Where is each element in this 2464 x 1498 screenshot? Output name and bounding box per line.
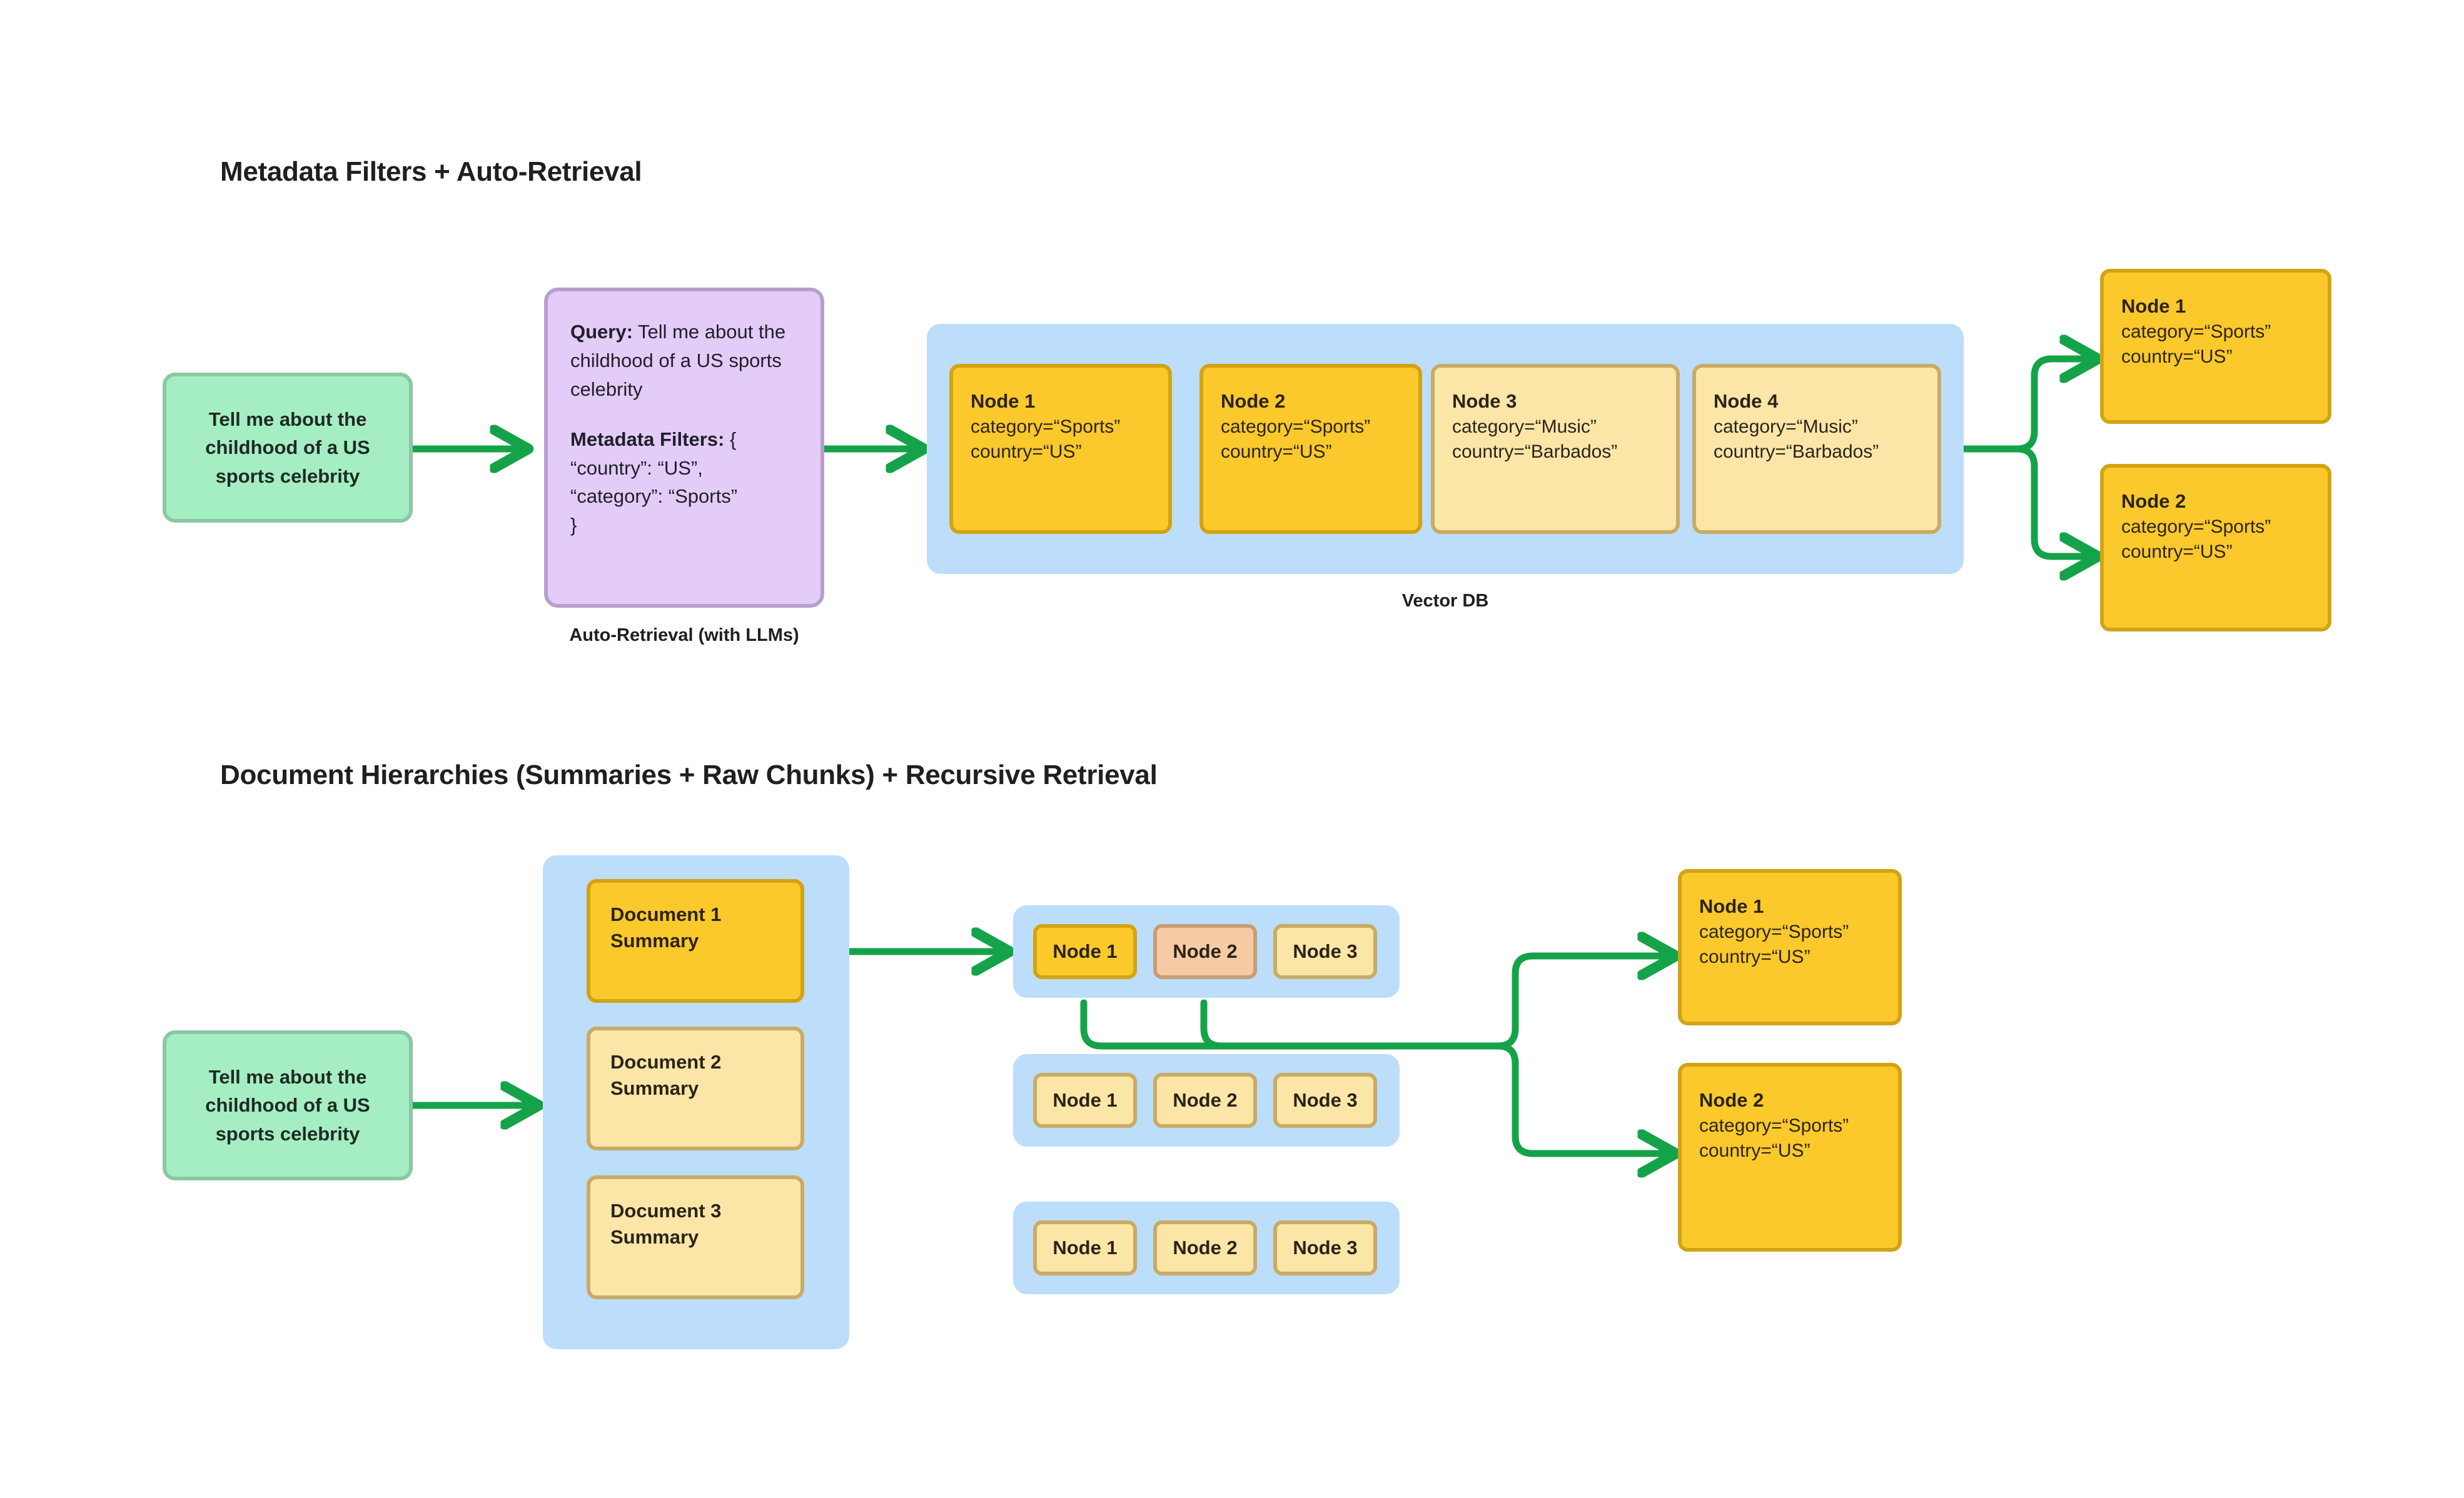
node-title: Node 1 xyxy=(971,390,1036,412)
vectordb-node-2[interactable]: Node 2 category=“Sports” country=“US” xyxy=(1199,364,1422,534)
section2-query-card: Tell me about the childhood of a US spor… xyxy=(163,1030,413,1180)
auto-retrieval-filters-open: { xyxy=(729,428,737,450)
document-title: Document 1 xyxy=(610,903,722,925)
node-country: country=“Barbados” xyxy=(1452,441,1618,463)
auto-retrieval-filter-country: “country”: “US”, xyxy=(570,456,703,479)
auto-retrieval-query-line: Query: Tell me about the childhood of a … xyxy=(570,318,798,404)
chip-label: Node 2 xyxy=(1173,940,1238,962)
node-title: Node 2 xyxy=(1699,1089,1764,1111)
node-country: country=“US” xyxy=(1699,1140,1810,1162)
wire-chunk-node1-to-bus xyxy=(1080,999,1502,1050)
auto-retrieval-query-value: Tell me about the childhood of a US spor… xyxy=(570,321,786,400)
wire-chunk-node2-to-bus xyxy=(1200,999,1225,1050)
node-category: category=“Music” xyxy=(1714,416,1858,437)
document-subtitle: Summary xyxy=(610,1077,699,1100)
document-subtitle: Summary xyxy=(610,930,699,952)
chip-label: Node 3 xyxy=(1293,940,1358,962)
section2-query-text: Tell me about the childhood of a US spor… xyxy=(205,1066,370,1145)
chunk-row-2-node-3[interactable]: Node 3 xyxy=(1273,1073,1377,1128)
node-title: Node 3 xyxy=(1452,390,1517,412)
section-1-title: Metadata Filters + Auto-Retrieval xyxy=(220,156,642,187)
chip-label: Node 3 xyxy=(1293,1237,1358,1259)
node-category: category=“Sports” xyxy=(1221,416,1371,437)
chunk-row-1-node-1[interactable]: Node 1 xyxy=(1033,924,1137,979)
arrow-vectordb-to-result-2 xyxy=(1960,445,2098,556)
node-country: country=“Barbados” xyxy=(1714,441,1879,463)
chunk-row-1-node-3[interactable]: Node 3 xyxy=(1273,924,1377,979)
vector-db-caption: Vector DB xyxy=(1401,591,1489,611)
auto-retrieval-query-label: Query: xyxy=(570,321,633,343)
arrow-bus-to-result-1 xyxy=(1494,956,1676,1050)
chunk-row-1-node-2[interactable]: Node 2 xyxy=(1153,924,1257,979)
auto-retrieval-filters-label: Metadata Filters: xyxy=(570,428,725,450)
document-summary-2[interactable]: Document 2 Summary xyxy=(587,1027,804,1150)
auto-retrieval-filters-close: } xyxy=(570,514,577,536)
arrow-vectordb-to-result-1 xyxy=(1960,359,2098,453)
node-country: country=“US” xyxy=(1221,441,1332,463)
chip-label: Node 3 xyxy=(1293,1089,1358,1111)
node-title: Node 1 xyxy=(2121,295,2186,317)
vectordb-node-3[interactable]: Node 3 category=“Music” country=“Barbado… xyxy=(1431,364,1680,534)
document-summary-1[interactable]: Document 1 Summary xyxy=(587,879,804,1003)
chip-label: Node 1 xyxy=(1053,940,1118,962)
chunk-row-3-node-3[interactable]: Node 3 xyxy=(1273,1220,1377,1275)
node-country: country=“US” xyxy=(971,441,1082,463)
node-country: country=“US” xyxy=(2121,346,2233,368)
section2-result-node-1[interactable]: Node 1 category=“Sports” country=“US” xyxy=(1678,869,1902,1025)
chip-label: Node 1 xyxy=(1053,1237,1118,1259)
node-category: category=“Sports” xyxy=(1699,1115,1849,1136)
section1-query-text: Tell me about the childhood of a US spor… xyxy=(205,408,370,487)
document-title: Document 3 xyxy=(610,1200,722,1222)
node-category: category=“Music” xyxy=(1452,416,1597,437)
document-subtitle: Summary xyxy=(610,1226,699,1249)
node-category: category=“Sports” xyxy=(971,416,1121,437)
section-2-title: Document Hierarchies (Summaries + Raw Ch… xyxy=(220,760,1158,790)
section2-result-node-2[interactable]: Node 2 category=“Sports” country=“US” xyxy=(1678,1063,1902,1252)
node-title: Node 4 xyxy=(1714,390,1779,412)
chip-label: Node 2 xyxy=(1173,1089,1238,1111)
document-title: Document 2 xyxy=(610,1051,722,1073)
vectordb-node-1[interactable]: Node 1 category=“Sports” country=“US” xyxy=(949,364,1172,534)
auto-retrieval-card: Query: Tell me about the childhood of a … xyxy=(544,288,824,608)
node-country: country=“US” xyxy=(1699,947,1810,968)
vectordb-node-4[interactable]: Node 4 category=“Music” country=“Barbado… xyxy=(1692,364,1941,534)
chunk-row-3-node-1[interactable]: Node 1 xyxy=(1033,1220,1137,1275)
arrow-bus-to-result-2 xyxy=(1494,1042,1676,1154)
section1-result-node-2[interactable]: Node 2 category=“Sports” country=“US” xyxy=(2100,464,2331,631)
auto-retrieval-filters-line: Metadata Filters: { xyxy=(570,425,798,454)
chip-label: Node 1 xyxy=(1053,1089,1118,1111)
auto-retrieval-filter-category: “category”: “Sports” xyxy=(570,485,738,508)
node-category: category=“Sports” xyxy=(2121,516,2271,537)
section1-result-node-1[interactable]: Node 1 category=“Sports” country=“US” xyxy=(2100,269,2331,424)
chip-label: Node 2 xyxy=(1173,1237,1238,1259)
chunk-row-3-node-2[interactable]: Node 2 xyxy=(1153,1220,1257,1275)
chunk-row-2-node-2[interactable]: Node 2 xyxy=(1153,1073,1257,1128)
chunk-row-2-node-1[interactable]: Node 1 xyxy=(1033,1073,1137,1128)
node-title: Node 1 xyxy=(1699,895,1764,917)
node-title: Node 2 xyxy=(2121,490,2186,512)
auto-retrieval-caption: Auto-Retrieval (with LLMs) xyxy=(569,625,799,645)
section1-query-card: Tell me about the childhood of a US spor… xyxy=(163,373,413,523)
node-title: Node 2 xyxy=(1221,390,1286,412)
node-country: country=“US” xyxy=(2121,541,2233,563)
document-summary-3[interactable]: Document 3 Summary xyxy=(587,1175,804,1299)
node-category: category=“Sports” xyxy=(1699,921,1849,942)
node-category: category=“Sports” xyxy=(2121,321,2271,342)
spacer xyxy=(570,404,798,425)
